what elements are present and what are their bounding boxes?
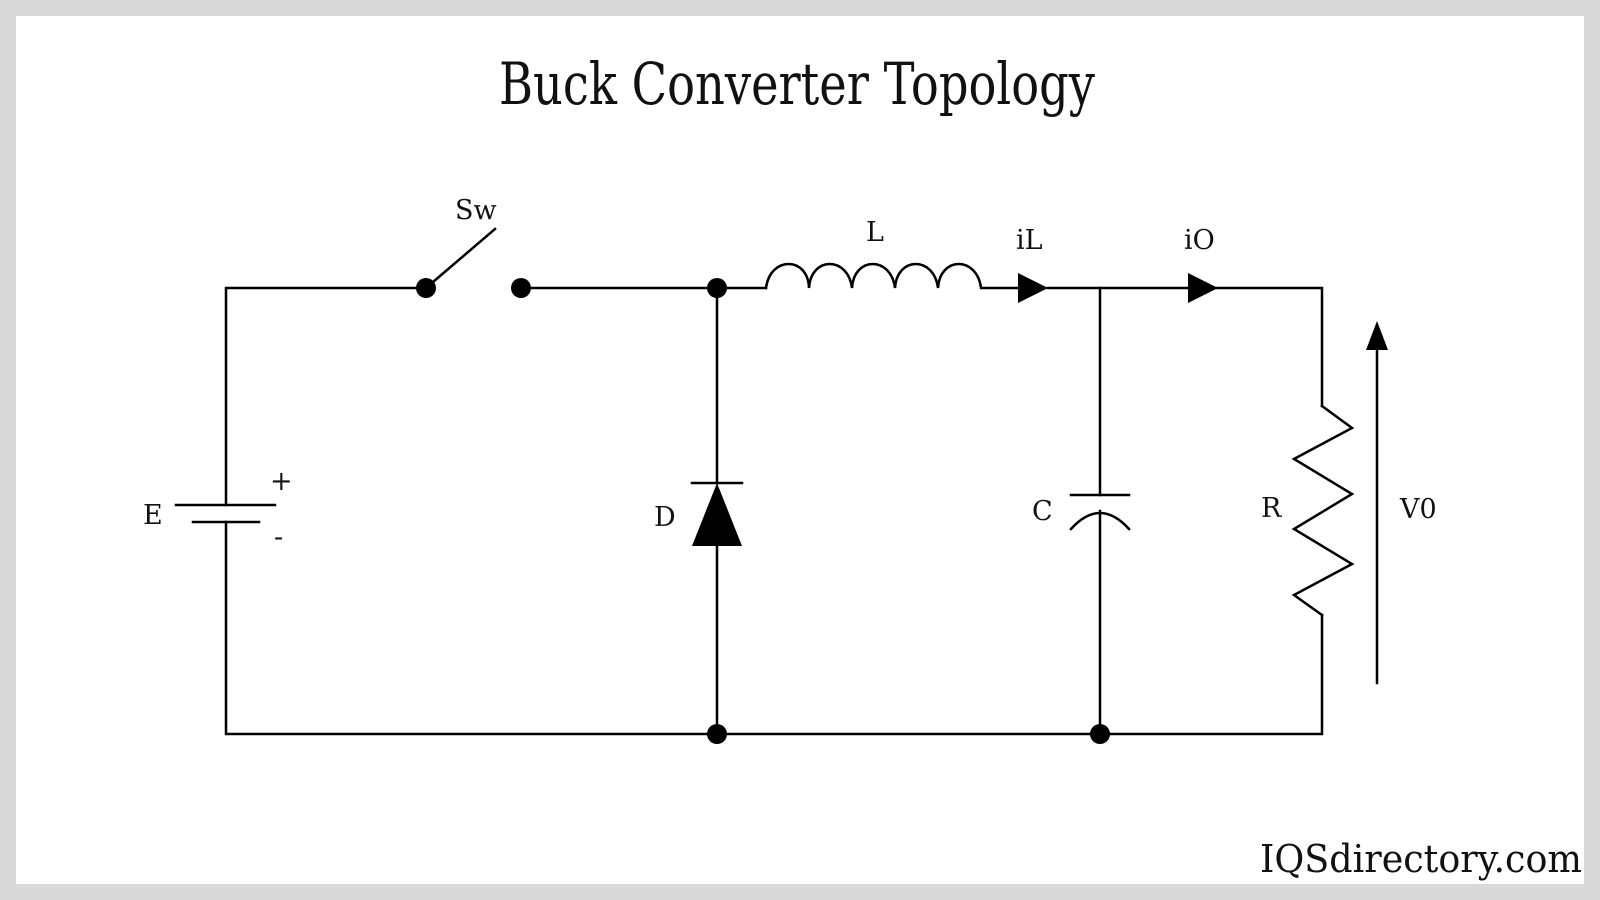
output-voltage-label: V0 xyxy=(1399,494,1437,525)
wire-bottom-left xyxy=(224,520,719,736)
inductor-current-label: iL xyxy=(1016,225,1043,256)
inductor: L xyxy=(764,217,1020,290)
inductor-coil xyxy=(764,262,1020,290)
resistor-label: R xyxy=(1261,493,1282,524)
output-voltage-arrow-head xyxy=(1366,321,1388,350)
switch-lever xyxy=(424,227,497,290)
diode-label: D xyxy=(654,502,676,533)
source-minus-sign: - xyxy=(274,522,283,553)
switch-terminal-left xyxy=(416,278,436,298)
switch: Sw xyxy=(416,195,531,298)
capacitor-label: C xyxy=(1032,496,1053,527)
watermark-logo: IQSdirectory.com xyxy=(1260,837,1582,881)
switch-label: Sw xyxy=(455,195,497,226)
junction-dot-bottom-left xyxy=(707,724,727,744)
diagram-title: Buck Converter Topology xyxy=(499,50,1095,118)
wire-bottom-right xyxy=(715,613,1324,736)
output-current-arrow xyxy=(1188,273,1218,303)
resistor-zigzag xyxy=(1291,404,1355,617)
inductor-current-arrow xyxy=(1018,273,1048,303)
diode: D xyxy=(654,286,744,736)
junction-dot-bottom-right xyxy=(1090,724,1110,744)
wire-top-right xyxy=(1046,286,1324,408)
source-branch: E + - xyxy=(143,286,719,736)
output-voltage-indicator: V0 xyxy=(1366,321,1437,685)
diode-triangle xyxy=(692,483,742,546)
capacitor: C xyxy=(1032,286,1131,736)
source-label: E xyxy=(143,500,163,531)
output-current-label: iO xyxy=(1184,225,1215,256)
diagram-panel xyxy=(16,16,1584,884)
inductor-label: L xyxy=(866,217,884,248)
wire-top-left xyxy=(224,286,428,507)
source-plus-sign: + xyxy=(270,466,293,497)
resistor: R xyxy=(1261,404,1355,617)
